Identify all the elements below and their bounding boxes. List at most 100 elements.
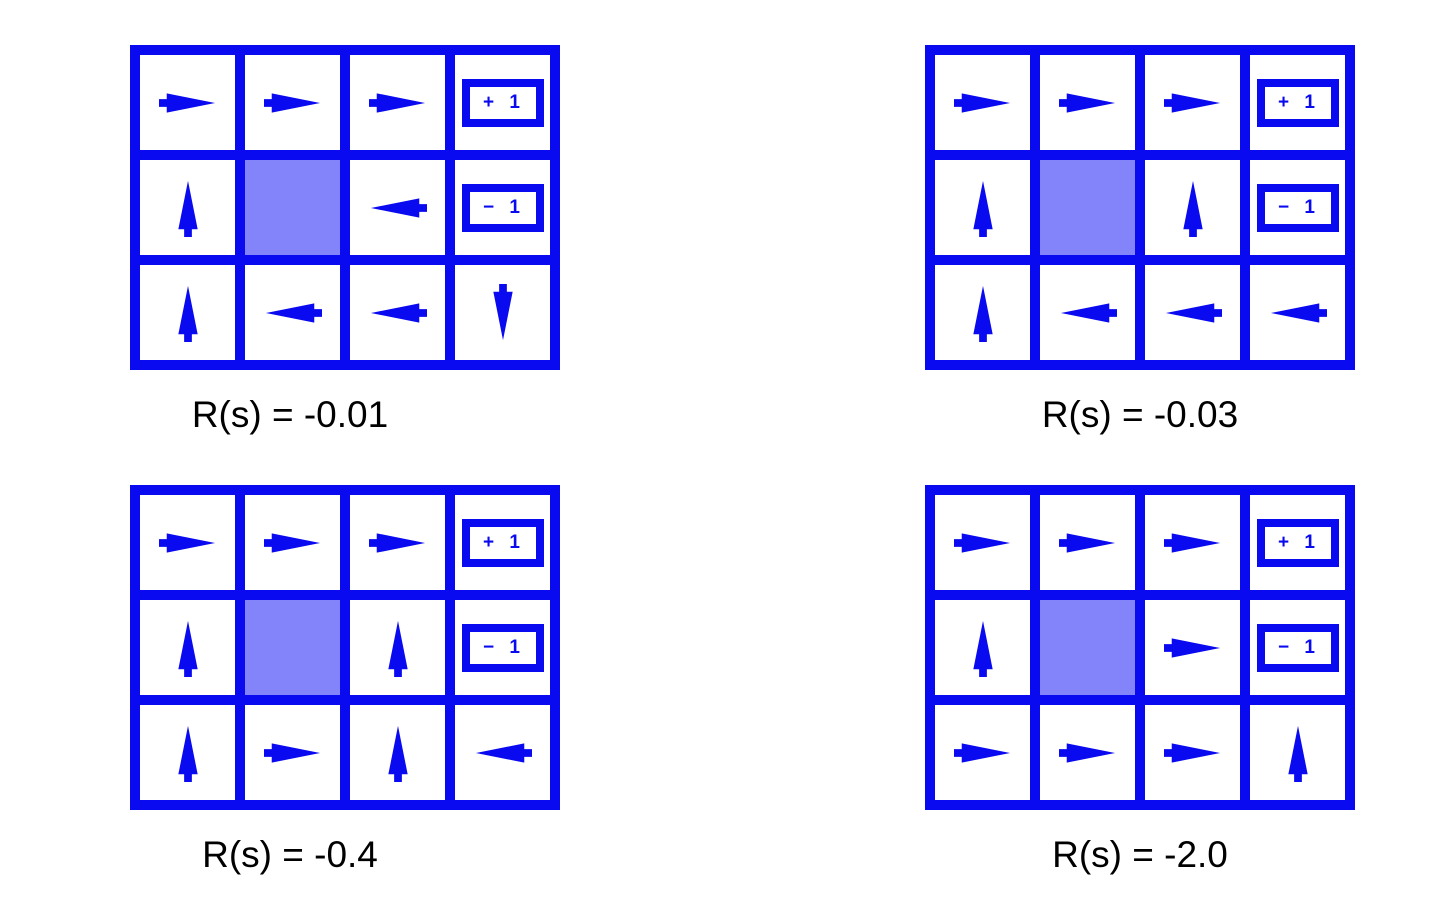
arrow-left-icon <box>369 298 427 328</box>
arrow-right-icon <box>368 88 427 118</box>
minus-one-box: − 1 <box>1256 623 1339 672</box>
arrow-up-icon <box>159 725 217 782</box>
policy-cell <box>1145 265 1240 360</box>
arrow-left-icon <box>474 738 532 768</box>
arrow-right-icon <box>263 738 322 768</box>
policy-cell <box>1145 600 1240 695</box>
arrow-left-icon <box>1059 298 1117 328</box>
arrow-up-icon <box>1164 180 1222 237</box>
arrow-right-icon <box>1058 738 1117 768</box>
arrow-right-icon <box>158 528 217 558</box>
policy-panel-1: + 1 − 1 R(s) = -0.01 <box>130 45 560 436</box>
policy-panel-3: + 1 − 1 R(s) = -0.4 <box>130 485 560 876</box>
terminal-minus-cell: − 1 <box>1250 600 1345 695</box>
policy-cell <box>350 55 445 150</box>
policy-cell <box>1250 705 1345 800</box>
plus-one-box: + 1 <box>1256 518 1339 567</box>
policy-cell <box>935 600 1030 695</box>
policy-cell <box>1145 55 1240 150</box>
policy-cell <box>1040 495 1135 590</box>
arrow-right-icon <box>953 88 1012 118</box>
policy-cell <box>1040 55 1135 150</box>
terminal-minus-cell: − 1 <box>1250 160 1345 255</box>
policy-cell <box>935 160 1030 255</box>
terminal-plus-cell: + 1 <box>455 55 550 150</box>
minus-one-box: − 1 <box>1256 183 1339 232</box>
arrow-right-icon <box>1163 88 1222 118</box>
arrow-up-icon <box>159 180 217 237</box>
arrow-up-icon <box>159 285 217 342</box>
arrow-right-icon <box>158 88 217 118</box>
policy-cell <box>140 265 235 360</box>
terminal-plus-cell: + 1 <box>1250 55 1345 150</box>
policy-cell <box>935 265 1030 360</box>
policy-cell <box>245 705 340 800</box>
policy-grid-r-minus-0.4: + 1 − 1 <box>130 485 560 810</box>
terminal-minus-cell: − 1 <box>455 160 550 255</box>
wall-cell <box>1040 600 1135 695</box>
policy-grid-r-minus-0.03: + 1 − 1 <box>925 45 1355 370</box>
terminal-plus-cell: + 1 <box>455 495 550 590</box>
arrow-right-icon <box>1163 738 1222 768</box>
policy-cell <box>935 705 1030 800</box>
policy-cell <box>1250 265 1345 360</box>
plus-one-box: + 1 <box>1256 78 1339 127</box>
policy-cell <box>140 55 235 150</box>
policy-cell <box>140 600 235 695</box>
policy-cell <box>935 55 1030 150</box>
arrow-right-icon <box>263 88 322 118</box>
wall-cell <box>1040 160 1135 255</box>
policy-cell <box>935 495 1030 590</box>
arrow-left-icon <box>1164 298 1222 328</box>
policy-cell <box>140 160 235 255</box>
policy-cell <box>1040 265 1135 360</box>
arrow-up-icon <box>369 620 427 677</box>
policy-cell <box>455 265 550 360</box>
policy-cell <box>455 705 550 800</box>
arrow-up-icon <box>954 285 1012 342</box>
arrow-right-icon <box>1163 528 1222 558</box>
policy-cell <box>245 495 340 590</box>
arrow-left-icon <box>264 298 322 328</box>
terminal-minus-cell: − 1 <box>455 600 550 695</box>
policy-grid-r-minus-2.0: + 1 − 1 <box>925 485 1355 810</box>
policy-cell <box>1145 160 1240 255</box>
policy-cell <box>1145 495 1240 590</box>
grid-label: R(s) = -0.4 <box>202 834 378 875</box>
plus-one-box: + 1 <box>461 518 544 567</box>
arrow-up-icon <box>954 620 1012 677</box>
policy-cell <box>350 495 445 590</box>
arrow-right-icon <box>953 738 1012 768</box>
grid-label: R(s) = -0.01 <box>191 394 389 435</box>
arrow-right-icon <box>1163 633 1222 663</box>
plus-one-box: + 1 <box>461 78 544 127</box>
policy-cell <box>245 55 340 150</box>
arrow-right-icon <box>953 528 1012 558</box>
policy-grid-r-minus-0.01: + 1 − 1 <box>130 45 560 370</box>
arrow-down-icon <box>474 283 532 340</box>
wall-cell <box>245 600 340 695</box>
policy-cell <box>1040 705 1135 800</box>
arrow-left-icon <box>369 193 427 223</box>
arrow-right-icon <box>263 528 322 558</box>
arrow-up-icon <box>369 725 427 782</box>
minus-one-box: − 1 <box>461 623 544 672</box>
policy-cell <box>245 265 340 360</box>
arrow-left-icon <box>1269 298 1327 328</box>
policy-cell <box>140 705 235 800</box>
policy-panel-4: + 1 − 1 R(s) = -2.0 <box>925 485 1355 876</box>
grid-label: R(s) = -2.0 <box>1052 834 1228 875</box>
policy-cell <box>350 705 445 800</box>
arrow-right-icon <box>1058 528 1117 558</box>
minus-one-box: − 1 <box>461 183 544 232</box>
arrow-up-icon <box>1269 725 1327 782</box>
arrow-right-icon <box>1058 88 1117 118</box>
policy-cell <box>350 160 445 255</box>
arrow-right-icon <box>368 528 427 558</box>
policy-cell <box>1145 705 1240 800</box>
arrow-up-icon <box>954 180 1012 237</box>
policy-panel-2: + 1 − 1 R(s) = -0.03 <box>925 45 1355 436</box>
policy-cell <box>140 495 235 590</box>
grid-label: R(s) = -0.03 <box>1041 394 1239 435</box>
arrow-up-icon <box>159 620 217 677</box>
